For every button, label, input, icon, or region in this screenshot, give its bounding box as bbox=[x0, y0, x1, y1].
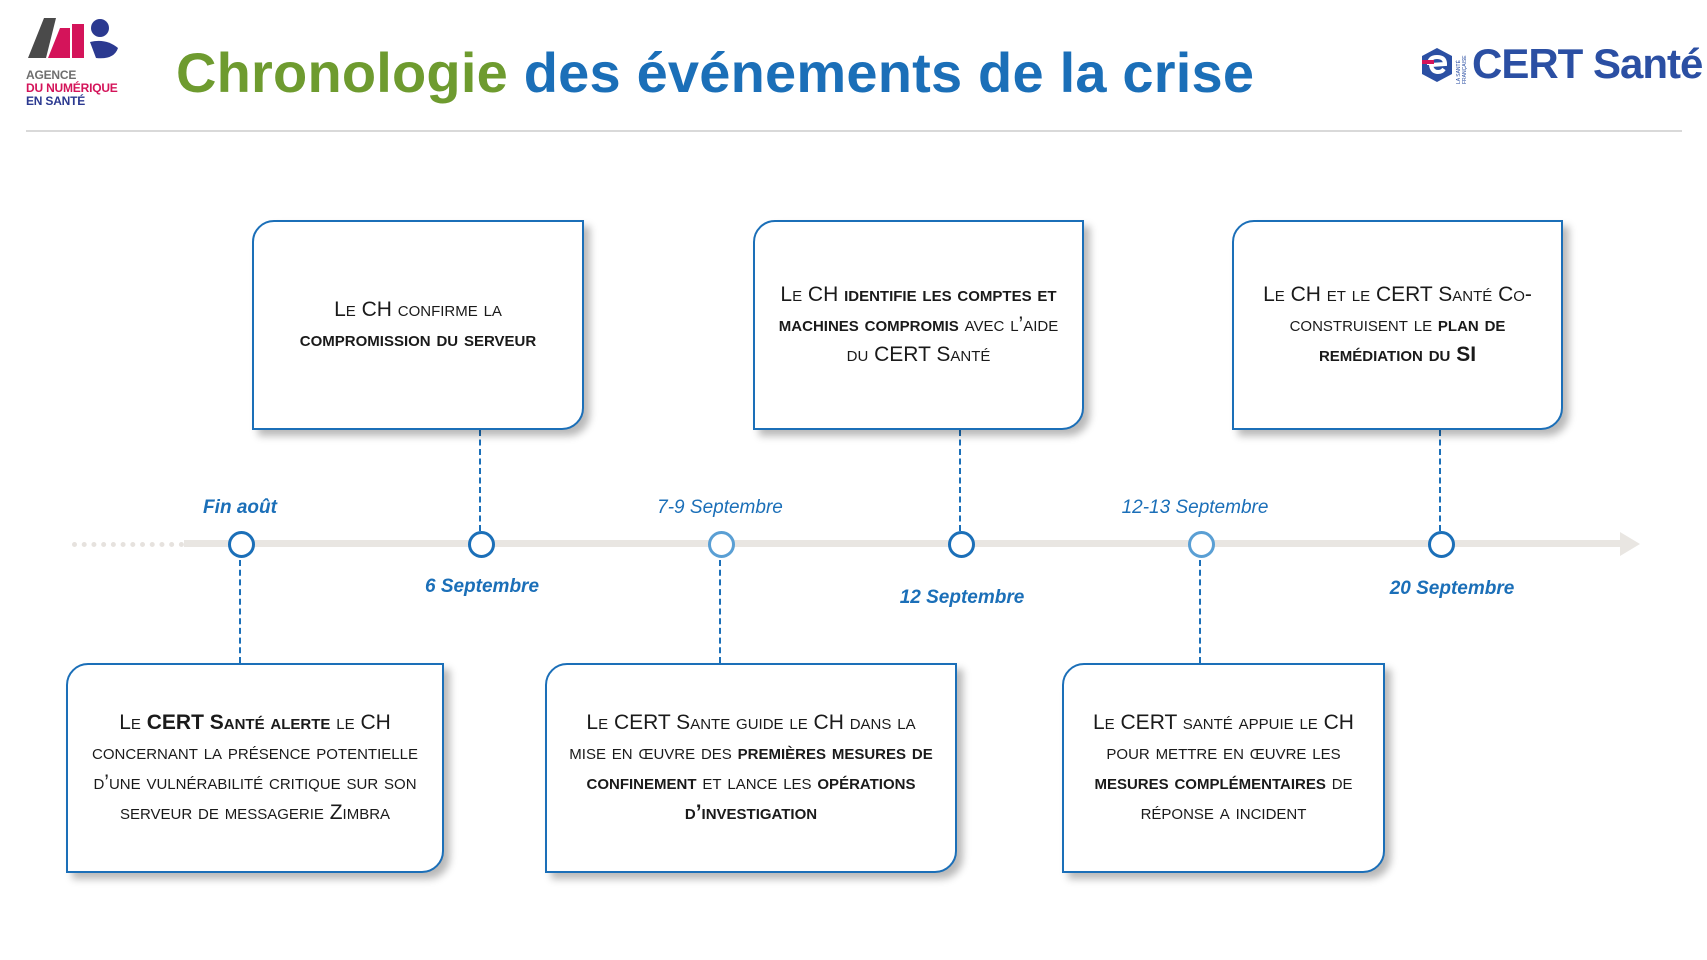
ans-logo-text: AGENCE DU NUMÉRIQUE EN SANTÉ bbox=[26, 69, 118, 108]
event-box-6-septembre: Le CH confirme la compromission du serve… bbox=[252, 220, 584, 430]
event-text-part: Le CH confirme la bbox=[334, 298, 502, 321]
event-box-12-13-septembre: Le CERT santé appuie le CH pour mettre e… bbox=[1062, 663, 1385, 873]
cert-sante-logo-word: CERT Santé bbox=[1472, 40, 1703, 87]
timeline-date-3: 7-9 Septembre bbox=[657, 497, 783, 518]
timeline-axis bbox=[184, 540, 1622, 547]
ans-logo-icon bbox=[28, 18, 118, 59]
event-text-part: Le CERT Sante guide le CH dans la mise e… bbox=[569, 711, 916, 764]
timeline-connector-4 bbox=[959, 430, 961, 531]
timeline-marker-2 bbox=[468, 531, 495, 558]
event-text-part: Le CERT santé appuie le CH pour mettre e… bbox=[1093, 711, 1354, 764]
cert-sante-logo-small-text: LA SANTÉ FRANÇAISE bbox=[1456, 55, 1468, 84]
event-text-12-13-septembre: Le CERT santé appuie le CH pour mettre e… bbox=[1084, 708, 1363, 828]
event-text-highlight: plan de remédiation du SI bbox=[1318, 313, 1506, 366]
event-text-part: et lance les bbox=[696, 771, 818, 794]
timeline-marker-4 bbox=[948, 531, 975, 558]
timeline-connector-2 bbox=[479, 430, 481, 531]
timeline-marker-3 bbox=[708, 531, 735, 558]
timeline-axis-dotted-start bbox=[72, 542, 184, 547]
timeline-connector-1 bbox=[239, 560, 241, 663]
event-box-12-septembre: Le CH identifie les comptes et machines … bbox=[753, 220, 1084, 430]
ans-logo-line-1: AGENCE bbox=[26, 68, 77, 82]
event-text-part: le CH concernant la présence potentielle… bbox=[92, 711, 418, 824]
timeline-arrow-icon bbox=[1620, 532, 1640, 556]
event-text-part: Le CH et le CERT Santé Co-construisent l… bbox=[1263, 283, 1532, 336]
event-text-part: de réponse a incident bbox=[1140, 771, 1353, 824]
cert-sante-logo: LA SANTÉ FRANÇAISE CERT Santé bbox=[1420, 40, 1703, 92]
timeline-date-1: Fin août bbox=[203, 497, 277, 518]
timeline-date-4: 12 Septembre bbox=[899, 587, 1025, 608]
ans-logo-line-2: DU NUMÉRIQUE bbox=[26, 81, 118, 95]
event-text-fin-aout: Le CERT Santé alerte le CH concernant la… bbox=[88, 708, 422, 828]
ans-logo-line-3: EN SANTÉ bbox=[26, 94, 86, 108]
page-title-part-1: Chronologie bbox=[176, 41, 508, 104]
timeline-connector-5 bbox=[1199, 560, 1201, 663]
event-text-highlight: premières mesures de confinement bbox=[586, 741, 933, 794]
timeline-date-5: 12-13 Septembre bbox=[1121, 497, 1269, 518]
event-text-highlight: compromission du serveur bbox=[299, 328, 537, 351]
event-text-part: avec l’aide du CERT Santé bbox=[846, 313, 1059, 366]
timeline-date-6: 20 Septembre bbox=[1389, 578, 1515, 599]
event-text-highlight: identifie les comptes et machines compro… bbox=[778, 283, 1057, 336]
page-title-part-2: des événements de la crise bbox=[523, 41, 1255, 104]
event-text-part: Le CH bbox=[780, 283, 845, 306]
event-text-highlight: CERT Santé alerte bbox=[146, 711, 331, 734]
event-text-20-septembre: Le CH et le CERT Santé Co-construisent l… bbox=[1254, 280, 1541, 370]
timeline-connector-6 bbox=[1439, 430, 1441, 531]
event-text-highlight: mesures complémentaires bbox=[1094, 771, 1326, 794]
ans-logo: AGENCE DU NUMÉRIQUE EN SANTÉ bbox=[26, 14, 136, 110]
event-text-6-septembre: Le CH confirme la compromission du serve… bbox=[274, 295, 562, 355]
event-text-highlight: opérations d’investigation bbox=[684, 771, 916, 824]
timeline-marker-6 bbox=[1428, 531, 1455, 558]
event-box-20-septembre: Le CH et le CERT Santé Co-construisent l… bbox=[1232, 220, 1563, 430]
timeline-marker-1 bbox=[228, 531, 255, 558]
event-text-part: Le bbox=[119, 711, 147, 734]
cert-sante-logo-icon bbox=[1422, 48, 1452, 82]
event-box-7-9-septembre: Le CERT Sante guide le CH dans la mise e… bbox=[545, 663, 957, 873]
event-text-12-septembre: Le CH identifie les comptes et machines … bbox=[775, 280, 1062, 370]
timeline-connector-3 bbox=[719, 560, 721, 663]
event-box-fin-aout: Le CERT Santé alerte le CH concernant la… bbox=[66, 663, 444, 873]
event-text-7-9-septembre: Le CERT Sante guide le CH dans la mise e… bbox=[567, 708, 935, 828]
header-divider bbox=[26, 130, 1682, 132]
timeline-date-2: 6 Septembre bbox=[424, 576, 540, 597]
page-title: Chronologie des événements de la crise bbox=[176, 40, 1254, 105]
timeline-marker-5 bbox=[1188, 531, 1215, 558]
